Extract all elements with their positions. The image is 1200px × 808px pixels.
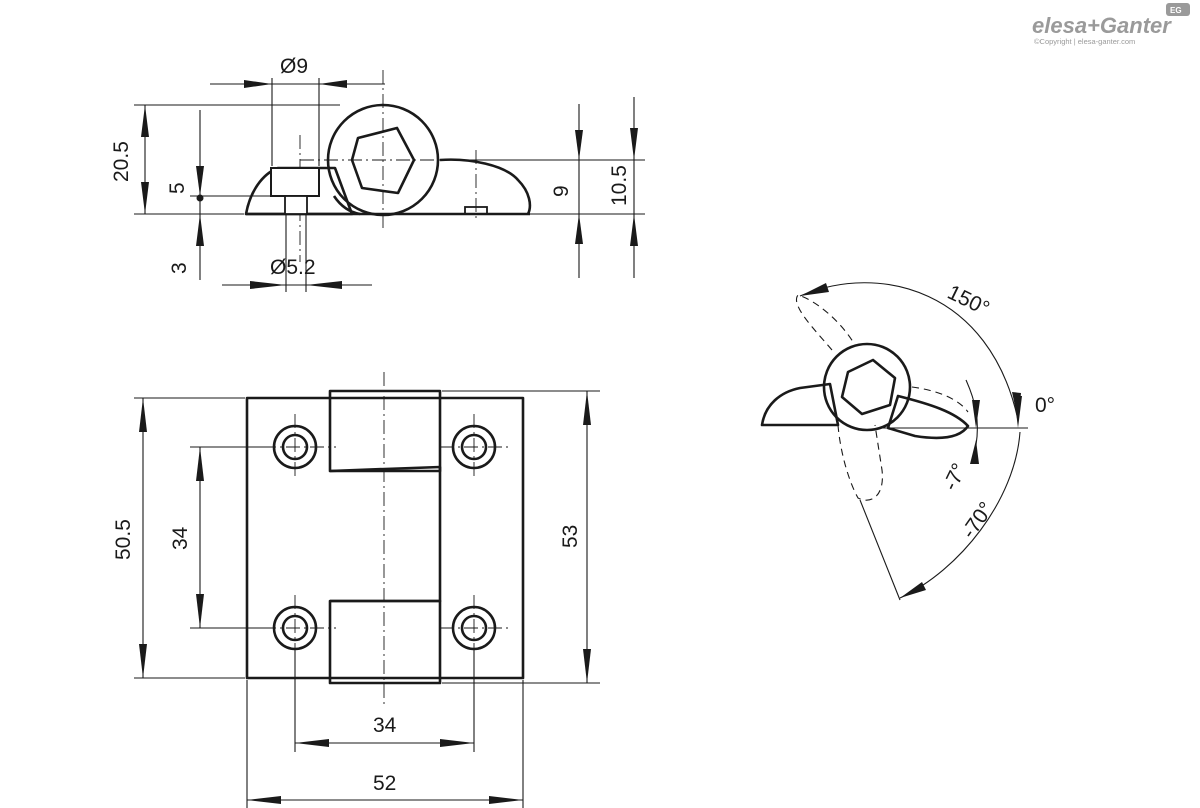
side-right-wing	[439, 158, 532, 215]
angle-label-minus70: -70°	[957, 498, 998, 543]
rotation-view: 150° 0° -7° -70°	[760, 281, 1055, 601]
arc-150	[799, 282, 1019, 421]
dim-arrow	[575, 130, 583, 160]
dim-arrow	[139, 398, 147, 432]
ghost-position-minus70	[837, 424, 883, 501]
rotation-minus70-line	[859, 499, 901, 601]
rotation-moving-wing	[886, 394, 970, 440]
side-slot	[464, 206, 488, 215]
logo-copyright: ©Copyright | elesa-ganter.com	[1034, 37, 1135, 46]
front-knuckle-top	[328, 389, 442, 473]
rotation-knuckle	[822, 342, 912, 432]
dim-arrow	[196, 594, 204, 628]
dim-text-34-horizontal: 34	[373, 714, 397, 737]
mounting-hole-bottom-left	[272, 605, 318, 651]
logo-badge	[1166, 3, 1190, 16]
dim-arrow	[575, 214, 583, 244]
front-outer-plate	[245, 396, 525, 680]
dim-arrow	[295, 739, 329, 747]
dim-text-50-5: 50.5	[112, 519, 135, 560]
dim-arrow	[900, 582, 926, 598]
angle-label-minus7: -7°	[939, 460, 972, 494]
logo-badge-text: EG	[1170, 6, 1182, 15]
dim-arrow	[244, 80, 272, 88]
dim-arrow	[139, 644, 147, 678]
dim-arrow	[1014, 396, 1022, 428]
dim-arrow	[440, 739, 474, 747]
ghost-position-150	[795, 294, 856, 351]
dim-text-dia9: Ø9	[280, 55, 308, 78]
dim-arrow	[970, 440, 979, 464]
dim-text-53: 53	[559, 525, 582, 548]
dim-arrow	[306, 281, 342, 289]
mounting-hole-top-right	[451, 424, 497, 470]
side-view: Ø9 Ø5.2 20.5 5 3 9 10.5	[110, 55, 645, 292]
front-knuckle-bottom	[328, 599, 442, 685]
side-hex-socket	[350, 126, 416, 195]
dim-dot	[196, 194, 204, 202]
brand-logo: elesa+Ganter EG ©Copyright | elesa-gante…	[1032, 3, 1190, 46]
mounting-hole-top-left	[272, 424, 318, 470]
side-left-wing-section	[244, 166, 354, 216]
dim-arrow	[583, 649, 591, 683]
angle-label-150: 150°	[944, 281, 993, 321]
dim-text-dia5-2: Ø5.2	[270, 256, 316, 279]
dim-arrow	[630, 214, 638, 246]
dim-text-20-5: 20.5	[110, 141, 133, 182]
dim-text-34-vertical: 34	[169, 526, 192, 550]
dim-arrow	[247, 796, 281, 804]
dim-arrow	[583, 391, 591, 425]
side-body-join	[332, 195, 361, 216]
dim-arrow	[800, 283, 829, 296]
side-knuckle-circle	[326, 103, 440, 217]
logo-text: elesa+Ganter	[1032, 13, 1172, 38]
dim-text-9: 9	[550, 185, 573, 197]
dim-arrow	[141, 182, 149, 214]
mounting-hole-bottom-right	[451, 605, 497, 651]
angle-label-0: 0°	[1035, 394, 1055, 417]
front-knuckle-middle	[329, 465, 442, 603]
dim-arrow	[250, 281, 286, 289]
dim-arrow	[319, 80, 347, 88]
dim-text-10-5: 10.5	[608, 165, 631, 206]
side-counterbore	[270, 167, 320, 197]
dim-arrow	[141, 105, 149, 137]
dim-arrow	[196, 166, 204, 196]
dim-text-5: 5	[166, 182, 189, 194]
dim-arrow	[196, 447, 204, 481]
dim-arrow	[630, 128, 638, 160]
side-through-hole	[284, 195, 308, 215]
front-view: 50.5 34 53 34 52	[112, 372, 600, 808]
rotation-hex-socket	[840, 358, 897, 416]
ghost-position-0	[911, 386, 969, 413]
dim-text-52: 52	[373, 772, 396, 795]
arc-minus70	[899, 431, 1021, 599]
dim-arrow	[972, 400, 980, 428]
dim-arrow	[489, 796, 523, 804]
dim-text-3: 3	[168, 262, 191, 274]
dim-arrow	[196, 214, 204, 246]
